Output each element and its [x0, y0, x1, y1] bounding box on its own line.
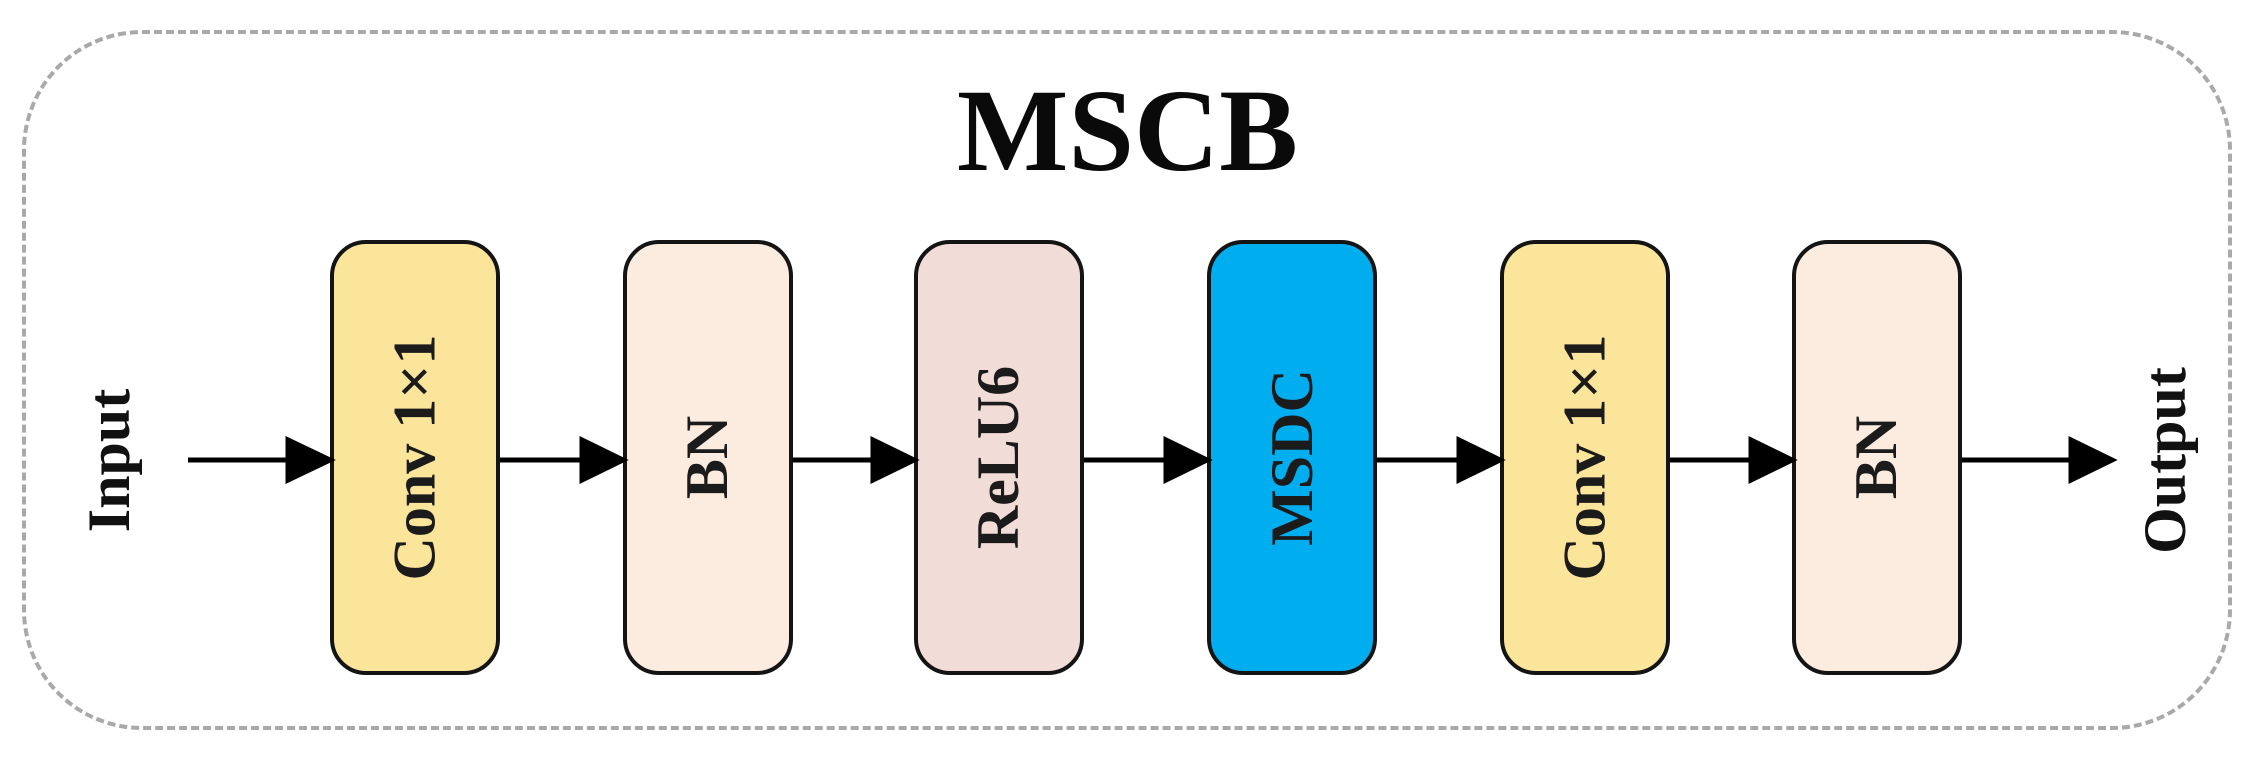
arrowhead-icon — [1163, 435, 1213, 485]
block-bn-first: BN — [623, 240, 793, 675]
module-title: MSCB — [957, 65, 1298, 196]
module-frame — [22, 30, 2232, 730]
arrowhead-icon — [2068, 435, 2118, 485]
arrowhead-icon — [1456, 435, 1506, 485]
arrowhead-icon — [579, 435, 629, 485]
block-msdc: MSDC — [1207, 240, 1377, 675]
arrowhead-icon — [870, 435, 920, 485]
block-conv1x1-first: Conv 1×1 — [330, 240, 500, 675]
arrowhead-icon — [1748, 435, 1798, 485]
block-relu6: ReLU6 — [914, 240, 1084, 675]
block-bn-second: BN — [1792, 240, 1962, 675]
arrowhead-icon — [285, 436, 336, 484]
block-conv1x1-second: Conv 1×1 — [1500, 240, 1670, 675]
